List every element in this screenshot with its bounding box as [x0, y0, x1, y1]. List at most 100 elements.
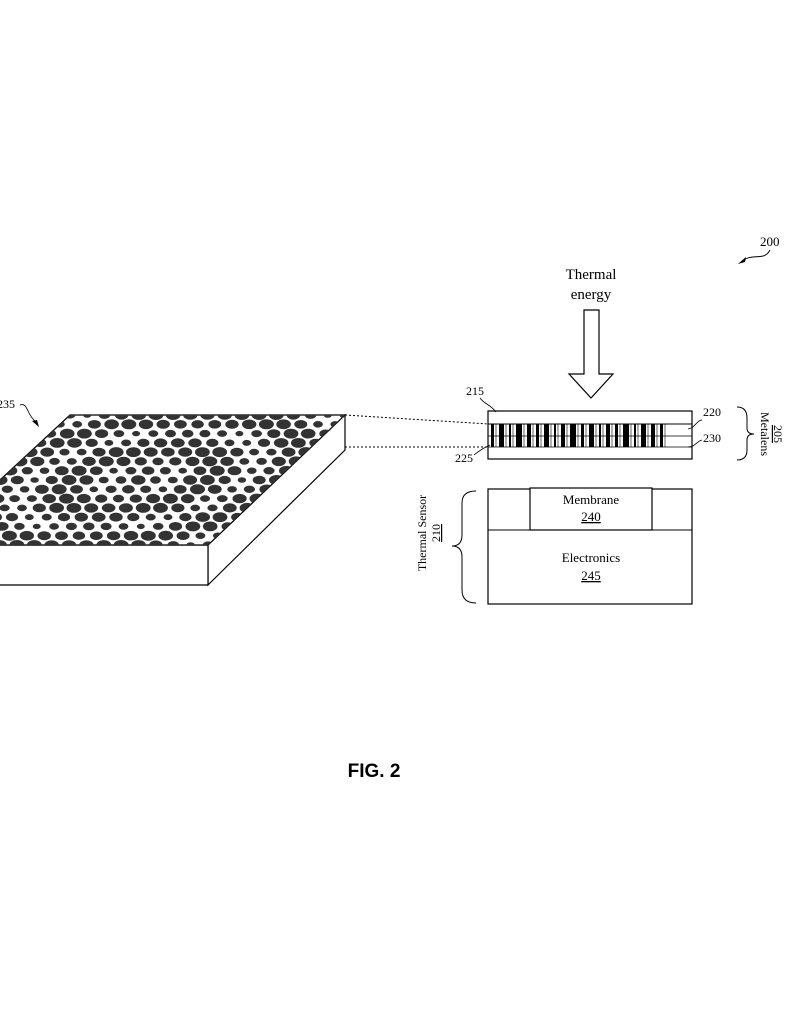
membrane-label: Membrane [563, 492, 620, 507]
nanostructure-dot [190, 504, 201, 512]
nanostructure-pillar [527, 424, 531, 447]
nanostructure-dot [83, 415, 92, 418]
nanostructure-pillar [623, 424, 629, 447]
nanostructure-dot [165, 429, 176, 438]
nanostructure-dot [0, 493, 5, 504]
figure-ref-200: 200 [738, 234, 780, 264]
nanostructure-dot [149, 540, 163, 545]
nanostructure-dot [118, 503, 133, 513]
nanostructure-pillar [589, 424, 594, 447]
thermal-sensor: Membrane 240 Electronics 245 Thermal Sen… [415, 487, 693, 605]
nanostructure-dot [234, 415, 250, 420]
nanostructure-dot [1, 530, 17, 541]
nanostructure-dot [95, 429, 109, 438]
ref-235: 235 [0, 397, 15, 411]
nanostructure-dot [206, 438, 219, 447]
nanostructure-dot [122, 485, 135, 494]
nanostructure-dot [339, 415, 345, 419]
nanostructure-pillar [634, 424, 636, 447]
nanostructure-dot [162, 493, 178, 504]
nanostructure-dot [33, 438, 47, 448]
slab-front-face [0, 544, 209, 586]
nanostructure-dot [39, 467, 50, 474]
nanostructure-dot [17, 504, 27, 512]
ref-220: 220 [703, 405, 721, 419]
nanostructure-dot [132, 430, 141, 437]
nanostructure-dot [183, 415, 198, 420]
thermal-sensor-brace [451, 490, 477, 604]
nanostructure-dot [291, 438, 306, 448]
nanostructure-dot [217, 495, 228, 503]
nanostructure-dot [106, 531, 121, 541]
nanostructure-dot [217, 415, 232, 420]
membrane-number: 240 [581, 509, 601, 524]
nanostructure-dot [276, 419, 291, 430]
nanostructure-dot [150, 476, 161, 484]
nanostructure-dot [32, 523, 41, 530]
metalens-label: Metalens [758, 412, 772, 456]
nanostructure-dot [323, 415, 332, 418]
nanostructure-dot [242, 419, 257, 430]
nanostructure-dot [26, 495, 37, 502]
nanostructure-dot [257, 438, 271, 447]
nanostructure-dot [82, 456, 96, 466]
nanostructure-dot [83, 522, 95, 531]
nanostructure-dot [199, 429, 211, 438]
nanostructure-dot [14, 522, 25, 530]
nanostructure-dot [66, 503, 82, 513]
nanostructure-dot [87, 420, 101, 429]
nanostructure-dot [5, 513, 19, 522]
nanostructure-dot [113, 540, 129, 545]
nanostructure-dot [101, 503, 116, 513]
nanostructure-dot [300, 428, 316, 439]
nanostructure-dot [200, 415, 215, 420]
nanostructure-dot [190, 484, 205, 495]
thermal-sensor-label-group: Thermal Sensor 210 [415, 495, 443, 571]
nanostructure-dot [66, 458, 77, 465]
nanostructure-dot [202, 456, 218, 467]
nanostructure-dot [200, 495, 210, 502]
nanostructure-dot [283, 428, 299, 439]
nanostructure-dot [138, 419, 154, 430]
projection-line-top [344, 414, 489, 425]
nanostructure-dot [104, 419, 119, 430]
nanostructure-dot [77, 428, 92, 439]
nanostructure-dot [185, 521, 201, 532]
nanostructure-dot [0, 475, 8, 485]
nanostructure-dot [0, 504, 10, 512]
nanostructure-dot [35, 484, 49, 494]
nanostructure-dot [55, 421, 65, 428]
nanostructure-dot [227, 466, 242, 476]
nanostructure-dot [19, 486, 30, 493]
nanostructure-pillar [509, 424, 511, 447]
nanostructure-dot [42, 494, 56, 504]
nanostructure-dot [217, 430, 228, 437]
nanostructure-dot [179, 513, 192, 522]
thermal-energy-arrow [567, 309, 615, 399]
nanostructure-dot [141, 466, 155, 475]
nanostructure-dot [109, 467, 118, 474]
nanostructure-dot [170, 438, 185, 448]
nanostructure-pillar [536, 424, 539, 447]
metalens-label-group: Metalens 205 [758, 412, 785, 456]
nanostructure-dot [145, 513, 156, 521]
nanostructure-dot [95, 494, 108, 503]
nanostructure-dot [218, 475, 231, 485]
nanostructure-dot [123, 530, 139, 541]
nanostructure-dot [212, 447, 228, 458]
thermal-energy-label-line2: energy [571, 287, 612, 303]
nanostructure-dot [10, 475, 24, 485]
nanostructure-dot [131, 415, 147, 420]
nanostructure-dot [281, 447, 296, 457]
nanostructure-dot [225, 419, 239, 429]
ref-220-leader [687, 419, 703, 430]
nanostructure-dot [174, 420, 187, 429]
nanostructure-dot [252, 475, 266, 485]
nanostructure-dot [131, 540, 146, 545]
nanostructure-dot [222, 503, 237, 513]
nanostructure-dot [207, 504, 218, 512]
nanostructure-dot [32, 503, 46, 513]
nanostructure-dot [167, 476, 178, 484]
nanostructure-dot [140, 530, 156, 541]
nanostructure-dot [267, 429, 281, 438]
